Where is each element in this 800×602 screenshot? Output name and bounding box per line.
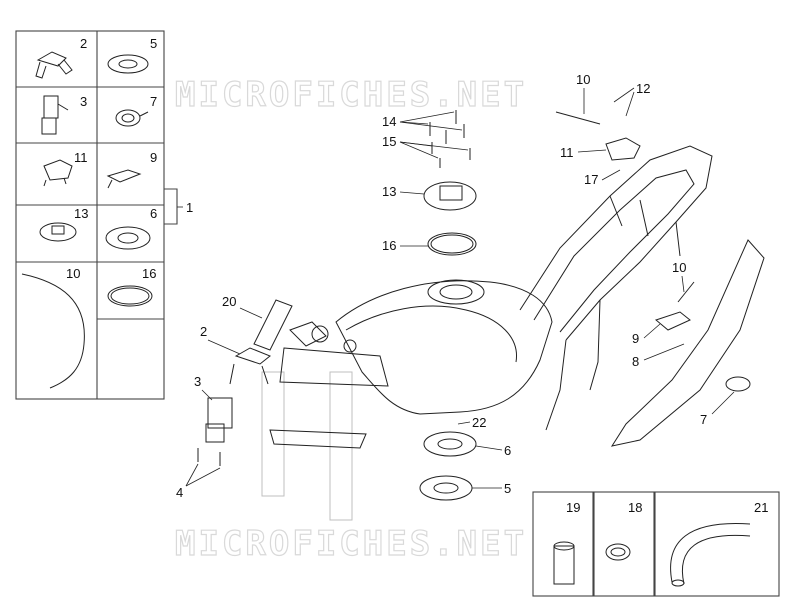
callout-9: 9	[632, 331, 639, 346]
kit-label-6: 6	[150, 206, 157, 221]
callout-15: 15	[382, 134, 396, 149]
hose-clamp-icon	[605, 543, 631, 561]
callout-20: 20	[222, 294, 236, 309]
latch-9	[654, 311, 691, 331]
lock-cylinder-icon	[115, 109, 149, 127]
kit-label-10: 10	[66, 266, 80, 281]
callout-3: 3	[194, 374, 201, 389]
fuel-cap	[423, 181, 477, 211]
kit-panel-border	[15, 30, 165, 400]
callout-4: 4	[176, 485, 183, 500]
release-cable-10	[555, 111, 601, 125]
callouts: 10 12 14 15 11 17 13 16 20 2 3 4 10 9	[176, 72, 735, 500]
tank-seal-ring	[427, 232, 477, 256]
seal-ring-icon	[107, 285, 153, 307]
callout-6: 6	[504, 443, 511, 458]
switch-11	[605, 137, 641, 161]
callout-16: 16	[382, 238, 396, 253]
watermark-bottom: MICROFICHES.NET	[175, 524, 527, 564]
flange-6	[423, 431, 477, 457]
cable-10-rear	[677, 281, 695, 303]
callout-8: 8	[632, 354, 639, 369]
gasket-ring-icon	[107, 54, 149, 74]
key-set-icon	[35, 51, 73, 79]
kit-label-2: 2	[80, 36, 87, 51]
screws-14-15	[429, 110, 471, 168]
label-plate-20	[253, 299, 293, 351]
kit-label-13: 13	[74, 206, 88, 221]
fuel-hose-icon	[670, 522, 751, 587]
box-19-label: 19	[566, 500, 580, 515]
callout-12: 12	[636, 81, 650, 96]
box-21	[654, 491, 780, 597]
callout-10-rear: 10	[672, 260, 686, 275]
callout-14: 14	[382, 114, 396, 129]
callout-2: 2	[200, 324, 207, 339]
callout-10-top: 10	[576, 72, 590, 87]
box-19	[532, 491, 594, 597]
switch-block-icon	[43, 159, 73, 187]
kit-label-7: 7	[150, 94, 157, 109]
ignition-lock-icon	[41, 95, 69, 135]
accessory-boxes: 19 18 21	[532, 491, 780, 597]
bolts-4	[197, 448, 221, 466]
cap-flange-icon	[105, 226, 151, 250]
callout-5: 5	[504, 481, 511, 496]
frame-assembly	[261, 145, 765, 521]
callout-11-top: 11	[560, 145, 574, 160]
ignition-assembly-2	[229, 347, 271, 385]
kit-panel: 1 2 5 3 7 11 9 13 6 10 16	[15, 30, 193, 400]
kit-label-9: 9	[150, 150, 157, 165]
callout-17: 17	[584, 172, 598, 187]
kit-label-5: 5	[150, 36, 157, 51]
box-21-label: 21	[754, 500, 768, 515]
kit-label-3: 3	[80, 94, 87, 109]
kit-group-label: 1	[186, 200, 193, 215]
release-cable-icon	[21, 273, 85, 389]
fuel-cap-icon	[39, 222, 77, 242]
latch-icon	[106, 169, 142, 189]
kit-label-11: 11	[74, 150, 88, 165]
callout-22: 22	[472, 415, 486, 430]
box-18-label: 18	[628, 500, 642, 515]
box-18	[593, 491, 655, 597]
callout-7: 7	[700, 412, 707, 427]
lock-7	[725, 376, 751, 392]
spacer-tube-icon	[553, 541, 575, 585]
watermark-top: MICROFICHES.NET	[175, 75, 527, 115]
gasket-5	[419, 475, 473, 501]
lock-barrel-3	[205, 397, 233, 443]
callout-13: 13	[382, 184, 396, 199]
kit-label-16: 16	[142, 266, 156, 281]
